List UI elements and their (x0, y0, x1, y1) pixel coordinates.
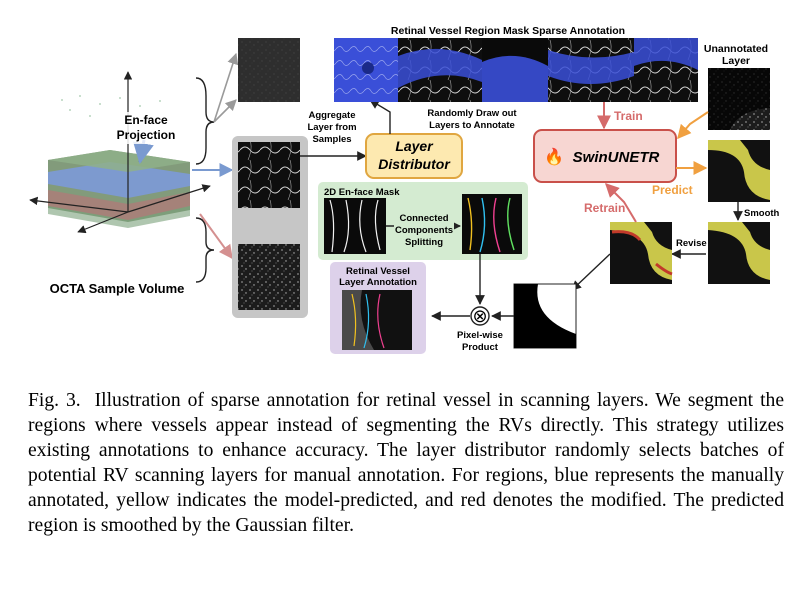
rv-annotation-label-2: Layer Annotation (339, 277, 417, 288)
unannotated-label-2: Layer (722, 55, 750, 67)
sample-layer-thumbnail-2 (238, 244, 300, 310)
aggregate-label-1: Aggregate (309, 110, 356, 121)
unannotated-label-1: Unannotated (704, 43, 768, 55)
train-label: Train (614, 109, 643, 123)
aggregate-label-3: Samples (312, 134, 351, 145)
ccs-label-1: Connected (399, 213, 448, 224)
enface-mask-label: 2D En-face Mask (324, 187, 400, 198)
ccs-label-2: Components (395, 225, 453, 236)
brace-bottom (195, 217, 215, 283)
figure-caption: Fig. 3. Illustration of sparse annotatio… (28, 388, 784, 538)
aggregate-label-2: Layer from (307, 122, 356, 133)
swinunetr-label: SwinUNETR (573, 149, 660, 166)
randomly-draw-label-1: Randomly Draw out (427, 108, 517, 119)
caption-text: Illustration of sparse annotation for re… (28, 390, 785, 536)
annotated-layer-strip (334, 38, 698, 102)
revise-label: Revise (676, 238, 707, 249)
distributor-label-1: Layer (395, 138, 434, 154)
caption-label: Fig. 3. (28, 390, 81, 411)
octa-volume (29, 71, 211, 234)
strip-title: Retinal Vessel Region Mask Sparse Annota… (391, 25, 625, 37)
octa-volume-label: OCTA Sample Volume (50, 281, 185, 296)
layer-distributor-box (365, 133, 463, 179)
ccs-label-3: Splitting (405, 237, 443, 248)
enface-projection-label-1: En-face (124, 113, 168, 127)
sample-layer-thumbnail-1 (238, 142, 300, 208)
predict-label: Predict (652, 183, 693, 197)
brace-top (195, 77, 215, 165)
enface-projection-label-2: Projection (117, 128, 176, 142)
retrain-label: Retrain (584, 201, 625, 215)
pixelwise-label-2: Product (462, 342, 499, 353)
swinunetr-box (533, 129, 677, 183)
pixelwise-label-1: Pixel-wise (457, 330, 503, 341)
pipeline-figure: En-face Projection OCTA Sample Volume Ag… (29, 25, 780, 354)
distributor-label-2: Distributor (378, 156, 451, 172)
rv-annotation-label-1: Retinal Vessel (346, 266, 410, 277)
fire-icon: 🔥 (544, 147, 564, 166)
otimes-icon: ⊗ (472, 306, 487, 327)
randomly-draw-label-2: Layers to Annotate (429, 120, 515, 131)
product-operator (470, 306, 490, 326)
smooth-label: Smooth (744, 208, 780, 219)
